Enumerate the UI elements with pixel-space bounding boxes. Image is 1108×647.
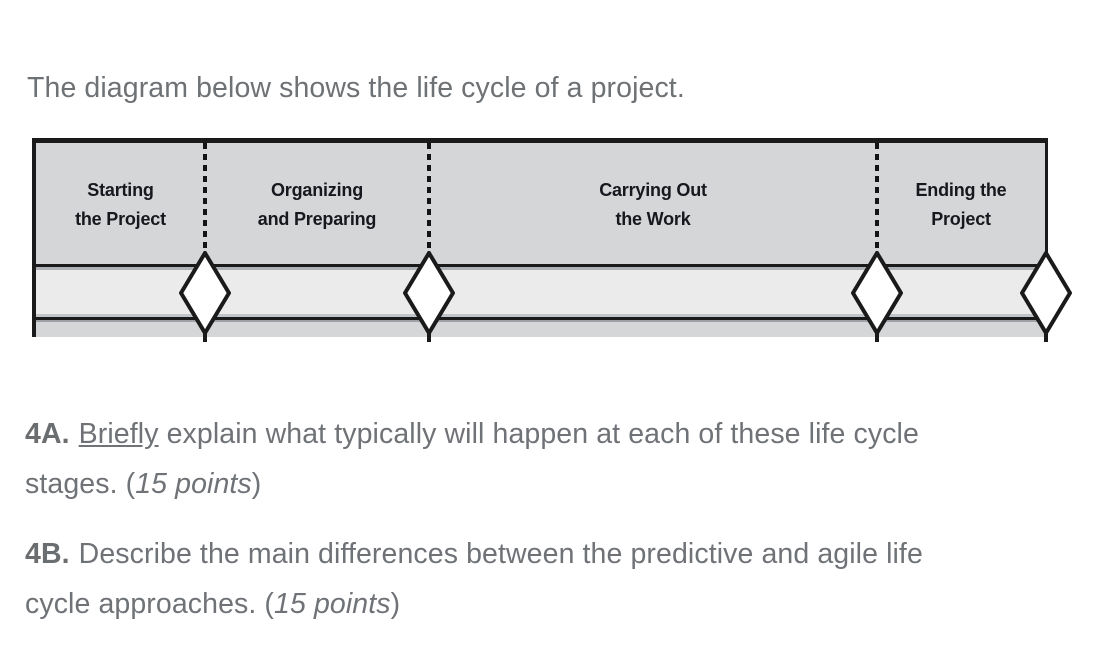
bevel-strip: [36, 320, 1045, 322]
phase-cells: Starting the Project Organizing and Prep…: [36, 143, 1045, 264]
milestone-tick: [427, 329, 431, 342]
stage-label-line2: the Work: [615, 209, 691, 229]
stage-label-line1: Carrying Out: [599, 180, 707, 200]
question-4a-underlined-word: Briefly: [78, 418, 159, 450]
bevel-strip: [36, 267, 1045, 270]
stage-label-line2: and Preparing: [257, 209, 377, 229]
stage-cell-organizing-and-preparing: Organizing and Preparing: [205, 143, 429, 264]
bevel-strip: [36, 314, 1045, 317]
milestone-tick: [875, 329, 879, 342]
life-cycle-diagram: Starting the Project Organizing and Prep…: [32, 138, 1072, 342]
question-4a-label: 4A.: [25, 418, 70, 450]
milestone-tick: [1044, 329, 1048, 342]
question-4b-line2: cycle approaches. (: [25, 588, 275, 620]
lower-band-cropped: [36, 322, 1045, 337]
question-4a-line2: stages. (: [25, 468, 136, 500]
question-4b-text: Describe the main differences between th…: [78, 538, 923, 570]
milestone-diamond-icon: [403, 251, 455, 335]
phase-label-band: Starting the Project Organizing and Prep…: [36, 143, 1045, 264]
stage-label-line2: Project: [931, 209, 991, 229]
stage-label-line2: the Project: [75, 209, 166, 229]
stage-label-line1: Ending the: [915, 180, 1007, 200]
question-4b-label: 4B.: [25, 538, 70, 570]
intro-text: The diagram below shows the life cycle o…: [27, 72, 685, 104]
question-4a: 4A.Briefly explain what typically will h…: [25, 409, 1085, 509]
milestone-tick: [203, 329, 207, 342]
stage-cell-ending-the-project: Ending the Project: [877, 143, 1045, 264]
question-4a-points: 15 points: [135, 468, 252, 500]
stage-label-line1: Starting: [87, 180, 154, 200]
stage-cell-carrying-out-the-work: Carrying Out the Work: [429, 143, 877, 264]
question-4b-points: 15 points: [274, 588, 391, 620]
stage-divider-dashed: [427, 143, 431, 264]
horizontal-rule: [36, 264, 1045, 267]
question-4b: 4B.Describe the main differences between…: [25, 529, 1085, 629]
question-4a-text: explain what typically will happen at ea…: [158, 418, 919, 450]
stage-cell-starting-the-project: Starting the Project: [36, 143, 205, 264]
milestone-diamond-icon: [1020, 251, 1072, 335]
stage-divider-dashed: [203, 143, 207, 264]
stage-divider-dashed: [875, 143, 879, 264]
question-4a-line2-close: ): [251, 468, 262, 500]
milestone-diamond-icon: [851, 251, 903, 335]
milestone-diamond-icon: [179, 251, 231, 335]
horizontal-rule: [36, 317, 1045, 320]
question-4b-line2-close: ): [390, 588, 401, 620]
stage-label-line1: Organizing: [271, 180, 363, 200]
